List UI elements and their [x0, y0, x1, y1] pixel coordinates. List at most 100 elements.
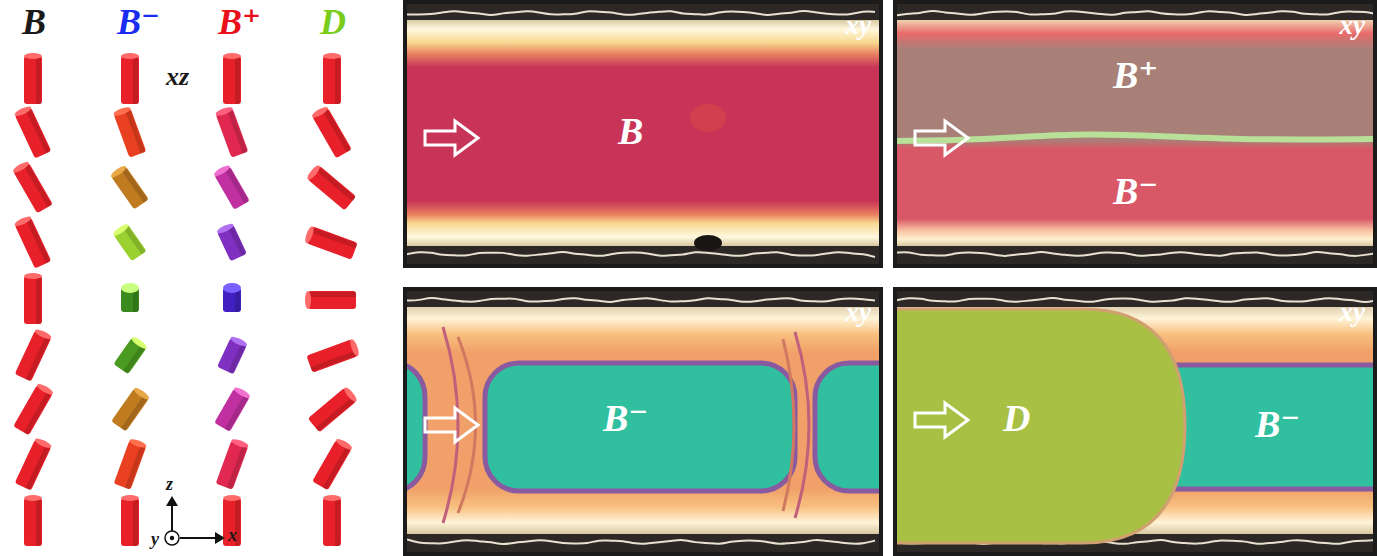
micrograph-panel: xyDB⁻ — [893, 287, 1377, 556]
director-cylinder — [223, 283, 241, 312]
cylinder-shade — [323, 108, 351, 152]
micrograph-image — [403, 0, 883, 268]
director-cylinder — [12, 160, 53, 213]
director-cylinder — [308, 386, 359, 433]
director-cylinder — [304, 225, 358, 259]
micrograph-panel: xyB⁺ B⁻ — [893, 0, 1377, 268]
cylinder-shade — [228, 343, 246, 374]
cylinder-cap — [304, 225, 316, 244]
twisted-domain — [407, 363, 425, 491]
cylinder-cap — [215, 105, 234, 117]
cylinder-shade — [316, 397, 356, 432]
x-arrowhead — [215, 532, 225, 544]
cylinder-body — [306, 226, 357, 259]
cylinder-body — [216, 440, 249, 489]
cylinder-shade — [225, 394, 249, 431]
cylinder-cap — [323, 53, 341, 59]
twisted-domain — [485, 363, 795, 491]
micrograph-image — [893, 0, 1377, 268]
cylinder-body — [323, 498, 341, 546]
director-cylinder — [323, 53, 341, 104]
cylinder-shade — [228, 225, 246, 256]
director-columns — [12, 53, 361, 546]
cylinder-shade — [26, 218, 51, 264]
channel-fill — [407, 307, 879, 534]
cylinder-cap — [113, 105, 132, 117]
cylinder-cap — [24, 53, 42, 59]
wall-defect — [694, 235, 722, 251]
cylinder-body — [121, 498, 139, 546]
micrograph-panel: xyB⁻ — [403, 287, 883, 556]
director-cylinder — [15, 328, 53, 382]
channel-wall — [407, 4, 879, 264]
cylinder-shade — [310, 351, 357, 372]
channel-fill — [897, 20, 1373, 246]
cylinder-cap — [109, 164, 127, 179]
y-axis-circle — [165, 531, 179, 545]
cylinder-cap — [223, 495, 241, 501]
cylinder-shade — [24, 391, 52, 435]
cylinder-shade — [24, 163, 52, 207]
birefringence-fringe — [795, 332, 809, 518]
micrograph-image — [363, 287, 935, 556]
director-cylinder — [121, 53, 139, 104]
cylinder-cap — [229, 335, 248, 348]
director-cylinder — [215, 105, 249, 157]
channel-fill — [407, 20, 879, 246]
birefringence-fringe — [783, 339, 794, 511]
birefringence-fringe — [443, 327, 458, 523]
wall-edge — [407, 298, 875, 302]
director-cylinder — [24, 53, 42, 104]
wall-edge — [897, 252, 1373, 256]
cylinder-cap — [216, 222, 235, 235]
cylinder-shade — [133, 498, 138, 546]
flow-arrow — [425, 121, 478, 155]
director-cylinder — [114, 437, 148, 489]
column-label: B⁻ — [117, 4, 160, 40]
cylinder-shade — [125, 109, 145, 154]
cylinder-cap — [306, 164, 322, 182]
cylinder-cap — [311, 105, 330, 119]
director-cylinder — [113, 105, 147, 157]
cylinder-shade — [26, 108, 51, 154]
cylinder-shade — [26, 445, 51, 491]
phase-label: B⁻ — [1113, 172, 1158, 210]
cylinder-cap — [342, 386, 358, 404]
phase-label: B⁻ — [1255, 405, 1300, 443]
director-cylinder — [13, 215, 51, 269]
director-cylinder — [223, 495, 241, 546]
birefringence-fringe — [458, 337, 476, 513]
cylinder-body — [24, 276, 42, 324]
director-cylinder — [213, 164, 250, 210]
plane-label: xy — [1340, 12, 1365, 39]
cylinder-body — [114, 440, 147, 489]
axes-symbol — [165, 496, 225, 545]
phase-label: B⁺ — [1113, 56, 1158, 94]
micrograph-panel: xyB — [403, 0, 883, 268]
cylinder-cap — [132, 386, 150, 401]
director-cylinder — [306, 164, 357, 211]
cylinder-cap — [130, 335, 148, 350]
cylinder-shade — [121, 395, 148, 431]
director-cylinder — [311, 105, 352, 158]
cylinder-shade — [36, 276, 41, 324]
channel-wall — [407, 291, 879, 552]
cylinder-cap — [233, 386, 252, 400]
wall-edge — [407, 539, 875, 544]
wall-edge — [897, 11, 1373, 15]
director-cylinder — [112, 222, 147, 261]
texture-spot — [690, 104, 726, 132]
cylinder-body — [216, 108, 249, 157]
cylinder-cap — [230, 437, 249, 449]
director-cylinder — [121, 283, 139, 312]
cylinder-cap — [121, 495, 139, 501]
director-cylinder — [312, 437, 353, 490]
cylinder-cap — [24, 273, 42, 279]
cylinder-shade — [335, 498, 340, 546]
x-axis — [180, 537, 218, 539]
column-label: B⁺ — [218, 4, 261, 40]
cylinder-cap — [128, 437, 147, 449]
channel-wall — [897, 4, 1373, 264]
